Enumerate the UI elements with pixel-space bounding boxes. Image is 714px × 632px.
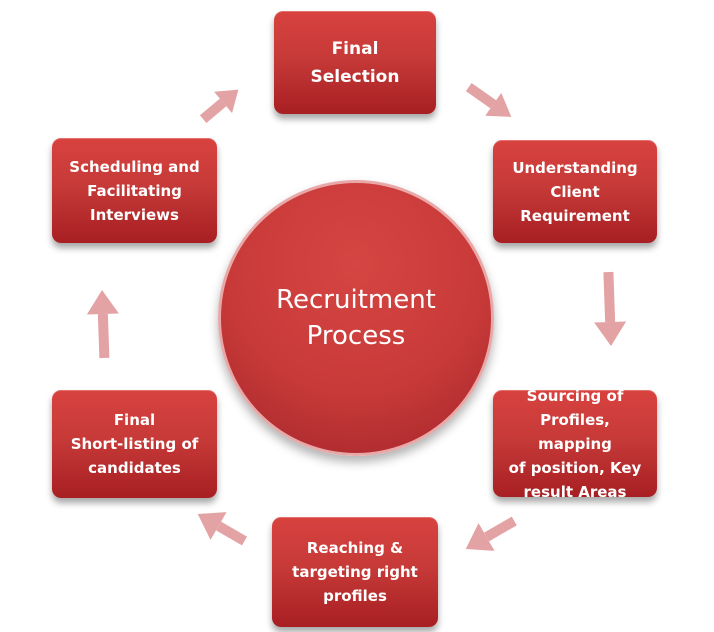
step-label: of position, Key [508, 458, 642, 477]
step-label: profiles [323, 587, 387, 605]
step-label: Reaching & [306, 539, 404, 557]
step-label: Interviews [90, 205, 179, 224]
arrow-icon [594, 271, 627, 346]
step-label: candidates [88, 459, 181, 477]
center-title-line2: Process [306, 321, 406, 351]
step-final-shortlisting: Final Short-listing of candidates [52, 390, 217, 498]
step-scheduling-interviews: Scheduling and Facilitating Interviews [52, 138, 217, 243]
step-label: Requirement [520, 206, 630, 225]
step-label: Client [550, 182, 600, 201]
step-label: Facilitating [87, 181, 182, 200]
step-label: Final [113, 411, 156, 429]
center-circle: Recruitment Process [218, 180, 494, 456]
step-sourcing-profiles: Sourcing of Profiles, mapping of positio… [493, 387, 657, 501]
step-understanding-client-requirement: Understanding Client Requirement [493, 140, 657, 243]
step-label: Sourcing of [526, 386, 624, 405]
step-label: Final [331, 38, 379, 59]
step-reaching-targeting: Reaching & targeting right profiles [272, 517, 438, 627]
step-label: Scheduling and [69, 157, 200, 176]
arrow-icon [197, 512, 248, 546]
step-label: result Areas [523, 482, 627, 501]
step-label: Short-listing of [70, 435, 199, 453]
arrow-icon [465, 82, 512, 117]
step-final-selection: Final Selection [274, 11, 436, 114]
arrow-icon [465, 516, 517, 551]
step-label: Understanding [512, 158, 638, 177]
center-title-line1: Recruitment [276, 285, 436, 315]
step-label: Profiles, mapping [538, 410, 612, 453]
arrow-icon [86, 290, 119, 359]
step-label: targeting right [292, 563, 418, 581]
step-label: Selection [310, 66, 400, 87]
arrow-icon [199, 89, 239, 123]
